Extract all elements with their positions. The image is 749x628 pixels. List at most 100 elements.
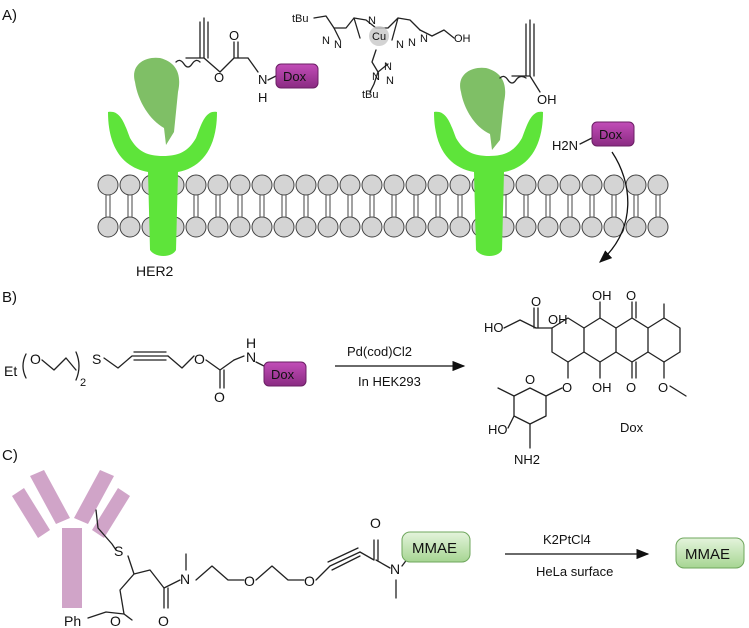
lipid-bilayer — [97, 174, 669, 238]
svg-text:N: N — [368, 15, 376, 27]
lipid-head-bottom — [119, 216, 141, 238]
svg-text:O: O — [304, 573, 315, 589]
mmae-payload-tag — [401, 531, 471, 563]
svg-text:O: O — [626, 288, 636, 303]
lipid-head-bottom — [515, 216, 537, 238]
svg-text:Ph: Ph — [64, 613, 81, 628]
lipid-head-top — [603, 174, 625, 196]
svg-text:OH: OH — [537, 92, 557, 107]
svg-text:H: H — [246, 335, 256, 351]
svg-text:HO: HO — [488, 422, 508, 437]
lipid-head-bottom — [427, 216, 449, 238]
lipid-head-top — [317, 174, 339, 196]
lipid-head-top — [273, 174, 295, 196]
propargyl-substrate: Et O 2 S O O N H Dox — [4, 335, 307, 405]
lipid-head-top — [229, 174, 251, 196]
svg-text:N: N — [420, 33, 428, 45]
receptor-shape — [108, 111, 217, 256]
lipid-head-top — [449, 174, 471, 196]
svg-text:S: S — [92, 351, 101, 367]
svg-text:O: O — [370, 515, 381, 531]
dox-compound-name: Dox — [620, 420, 644, 435]
lipid-head-bottom — [97, 216, 119, 238]
svg-text:2: 2 — [80, 377, 86, 389]
lipid-head-bottom — [625, 216, 647, 238]
panel-a-label: A) — [2, 7, 17, 24]
antibody-stem — [62, 528, 82, 608]
lipid-head-bottom — [317, 216, 339, 238]
lipid-head-top — [537, 174, 559, 196]
svg-text:N: N — [258, 72, 267, 87]
svg-text:N: N — [384, 61, 392, 73]
cu-catalyst: tBu N N N N N N Cu OH N N N tBu — [292, 13, 471, 101]
lipid-head-top — [97, 174, 119, 196]
lipid-head-top — [295, 174, 317, 196]
mmae-payload-label: MMAE — [412, 540, 457, 557]
lipid-head-bottom — [339, 216, 361, 238]
lipid-head-top — [405, 174, 427, 196]
svg-text:O: O — [194, 351, 205, 367]
copper-label: Cu — [372, 31, 386, 43]
svg-text:O: O — [229, 28, 239, 43]
svg-text:N: N — [322, 35, 330, 47]
panel-a: A) HER2 O O N H Dox — [2, 7, 669, 279]
lipid-head-bottom — [559, 216, 581, 238]
lipid-head-top — [515, 174, 537, 196]
svg-text:N: N — [372, 71, 380, 83]
svg-text:N: N — [386, 75, 394, 87]
lipid-head-top — [185, 174, 207, 196]
her2-label: HER2 — [136, 263, 174, 279]
lipid-head-bottom — [361, 216, 383, 238]
lipid-head-top — [251, 174, 273, 196]
lipid-head-bottom — [295, 216, 317, 238]
panel-c: C) S Ph O O N O O O N — [2, 447, 745, 628]
lipid-head-bottom — [251, 216, 273, 238]
lipid-head-bottom — [383, 216, 405, 238]
svg-text:O: O — [562, 380, 572, 395]
doxorubicin-structure: HO O OH OH O OH O O O O HO NH2 — [484, 288, 687, 467]
lipid-head-bottom — [647, 216, 669, 238]
svg-text:tBu: tBu — [292, 13, 309, 25]
maleimide-linker: S Ph O O N O O O N — [64, 509, 409, 628]
lipid-head-top — [427, 174, 449, 196]
ligand-blob — [134, 57, 180, 146]
lipid-head-top — [625, 174, 647, 196]
prodrug-left: O O N H Dox — [175, 17, 319, 105]
lipid-head-top — [581, 174, 603, 196]
her2-receptor-left — [108, 57, 217, 256]
lipid-head-bottom — [207, 216, 229, 238]
dox-tag — [275, 63, 319, 89]
svg-text:O: O — [214, 389, 225, 405]
svg-text:N: N — [390, 561, 400, 577]
svg-text:N: N — [180, 571, 190, 587]
lipid-head-top — [339, 174, 361, 196]
lipid-head-top — [119, 174, 141, 196]
svg-text:N: N — [334, 39, 342, 51]
free-dox: H2N Dox — [552, 121, 635, 153]
svg-text:NH2: NH2 — [514, 452, 540, 467]
dox-tag — [591, 121, 635, 147]
svg-text:O: O — [30, 351, 41, 367]
mmae-product-label: MMAE — [685, 546, 730, 563]
svg-text:O: O — [626, 380, 636, 395]
panel-b-label: B) — [2, 289, 17, 306]
lipid-head-top — [383, 174, 405, 196]
svg-text:HO: HO — [484, 320, 504, 335]
antibody-arm-left — [30, 470, 70, 524]
reaction-c-reagent: K2PtCl4 — [543, 532, 591, 547]
lipid-head-top — [207, 174, 229, 196]
ligand-blob — [460, 67, 506, 150]
svg-text:OH: OH — [454, 33, 471, 45]
panel-b: B) Et O 2 S O O N H Dox Pd(cod)Cl2 In HE… — [2, 288, 687, 467]
panel-c-label: C) — [2, 447, 18, 464]
svg-text:O: O — [158, 613, 169, 628]
antibody-arm-left-outer — [12, 488, 50, 538]
dox-tag — [263, 361, 307, 387]
svg-text:N: N — [408, 37, 416, 49]
svg-text:OH: OH — [548, 312, 568, 327]
svg-text:O: O — [244, 573, 255, 589]
svg-text:O: O — [658, 380, 668, 395]
svg-text:O: O — [531, 294, 541, 309]
antibody-arm-right — [74, 470, 114, 524]
